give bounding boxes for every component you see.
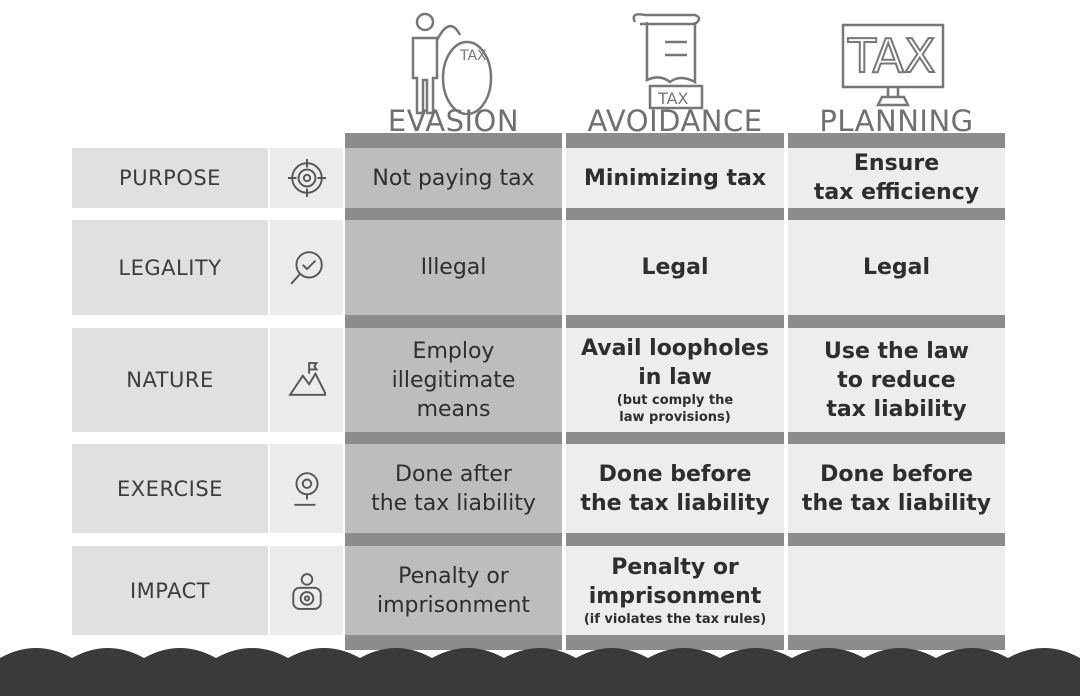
cell-planning: Ensure tax efficiency [788, 148, 1005, 208]
svg-text:TAX: TAX [657, 89, 688, 108]
cell-avoidance: Minimizing tax [566, 148, 784, 208]
cell-evasion: Not paying tax [345, 148, 562, 208]
divider [345, 635, 562, 650]
cell-evasion: Illegal [345, 220, 562, 315]
divider [566, 533, 784, 546]
divider [788, 315, 1005, 328]
location-pin-icon [270, 444, 343, 533]
cell-line: tax efficiency [813, 180, 980, 205]
cell-line: tax liability [826, 396, 967, 422]
divider [788, 133, 1005, 148]
cell-note: (but comply the [616, 393, 734, 408]
cell-line: illegitimate [391, 367, 516, 393]
cell-line: the tax liability [371, 490, 536, 516]
divider [345, 208, 562, 220]
tax-monitor-icon: TAX [841, 23, 945, 107]
cell-line: Employ [412, 338, 495, 364]
person-target-icon [270, 546, 343, 635]
cell-planning: Done before the tax liability [788, 444, 1005, 533]
row-label: EXERCISE [72, 444, 268, 533]
divider [345, 315, 562, 328]
magnifier-check-icon [270, 220, 343, 315]
divider [566, 432, 784, 444]
column-header-avoidance: AVOIDANCE [587, 104, 763, 138]
cell-line: Avail loopholes [580, 336, 770, 361]
cell-note: law provisions) [619, 410, 731, 425]
divider [566, 208, 784, 220]
cell-line: Ensure [853, 151, 940, 176]
cell-avoidance: Done before the tax liability [566, 444, 784, 533]
divider [566, 635, 784, 650]
cell-line: Legal [641, 255, 709, 280]
cell-planning: Use the law to reduce tax liability [788, 328, 1005, 432]
divider [345, 432, 562, 444]
cell-planning: Legal [788, 220, 1005, 315]
divider [566, 133, 784, 148]
divider [566, 315, 784, 328]
cell-evasion: Employ illegitimate means [345, 328, 562, 432]
cell-line: Penalty or [611, 555, 739, 580]
cell-line: Not paying tax [372, 165, 535, 191]
cell-line: imprisonment [376, 592, 531, 618]
svg-text:TAX: TAX [847, 29, 936, 83]
cell-line: Penalty or [398, 563, 509, 589]
cell-line: to reduce [837, 367, 956, 393]
divider [345, 533, 562, 546]
footer-wave [0, 648, 1080, 696]
divider [788, 635, 1005, 650]
mountain-flag-icon [270, 328, 343, 432]
cell-line: Done before [598, 461, 752, 487]
divider [345, 133, 562, 148]
cell-line: the tax liability [801, 490, 992, 516]
cell-avoidance: Avail loopholes in law (but comply the law … [566, 328, 784, 432]
divider [788, 208, 1005, 220]
row-label: IMPACT [72, 546, 268, 635]
tax-receipt-icon: TAX [632, 13, 704, 110]
cell-line: imprisonment [588, 584, 762, 609]
row-label: PURPOSE [72, 148, 268, 208]
svg-text:TAX: TAX [459, 48, 487, 64]
cell-line: the tax liability [580, 490, 770, 516]
cell-planning [788, 546, 1005, 635]
cell-evasion: Done after the tax liability [345, 444, 562, 533]
person-tax-bag-icon: TAX [411, 12, 493, 115]
cell-avoidance: Legal [566, 220, 784, 315]
target-icon [270, 148, 343, 208]
cell-line: in law [638, 365, 712, 390]
cell-evasion: Penalty or imprisonment [345, 546, 562, 635]
row-label: NATURE [72, 328, 268, 432]
cell-line: means [416, 396, 491, 422]
cell-line: Minimizing tax [583, 165, 767, 191]
column-header-planning: PLANNING [819, 104, 974, 138]
cell-line: Illegal [420, 255, 487, 280]
cell-note: (if violates the tax rules) [583, 612, 767, 627]
cell-line: Use the law [823, 338, 969, 364]
cell-line: Legal [862, 255, 931, 280]
divider [788, 533, 1005, 546]
cell-avoidance: Penalty or imprisonment (if violates the t… [566, 546, 784, 635]
cell-line: Done before [820, 461, 973, 487]
row-label: LEGALITY [72, 220, 268, 315]
column-header-evasion: EVASION [387, 104, 520, 138]
cell-line: Done after [395, 461, 512, 487]
divider [788, 432, 1005, 444]
